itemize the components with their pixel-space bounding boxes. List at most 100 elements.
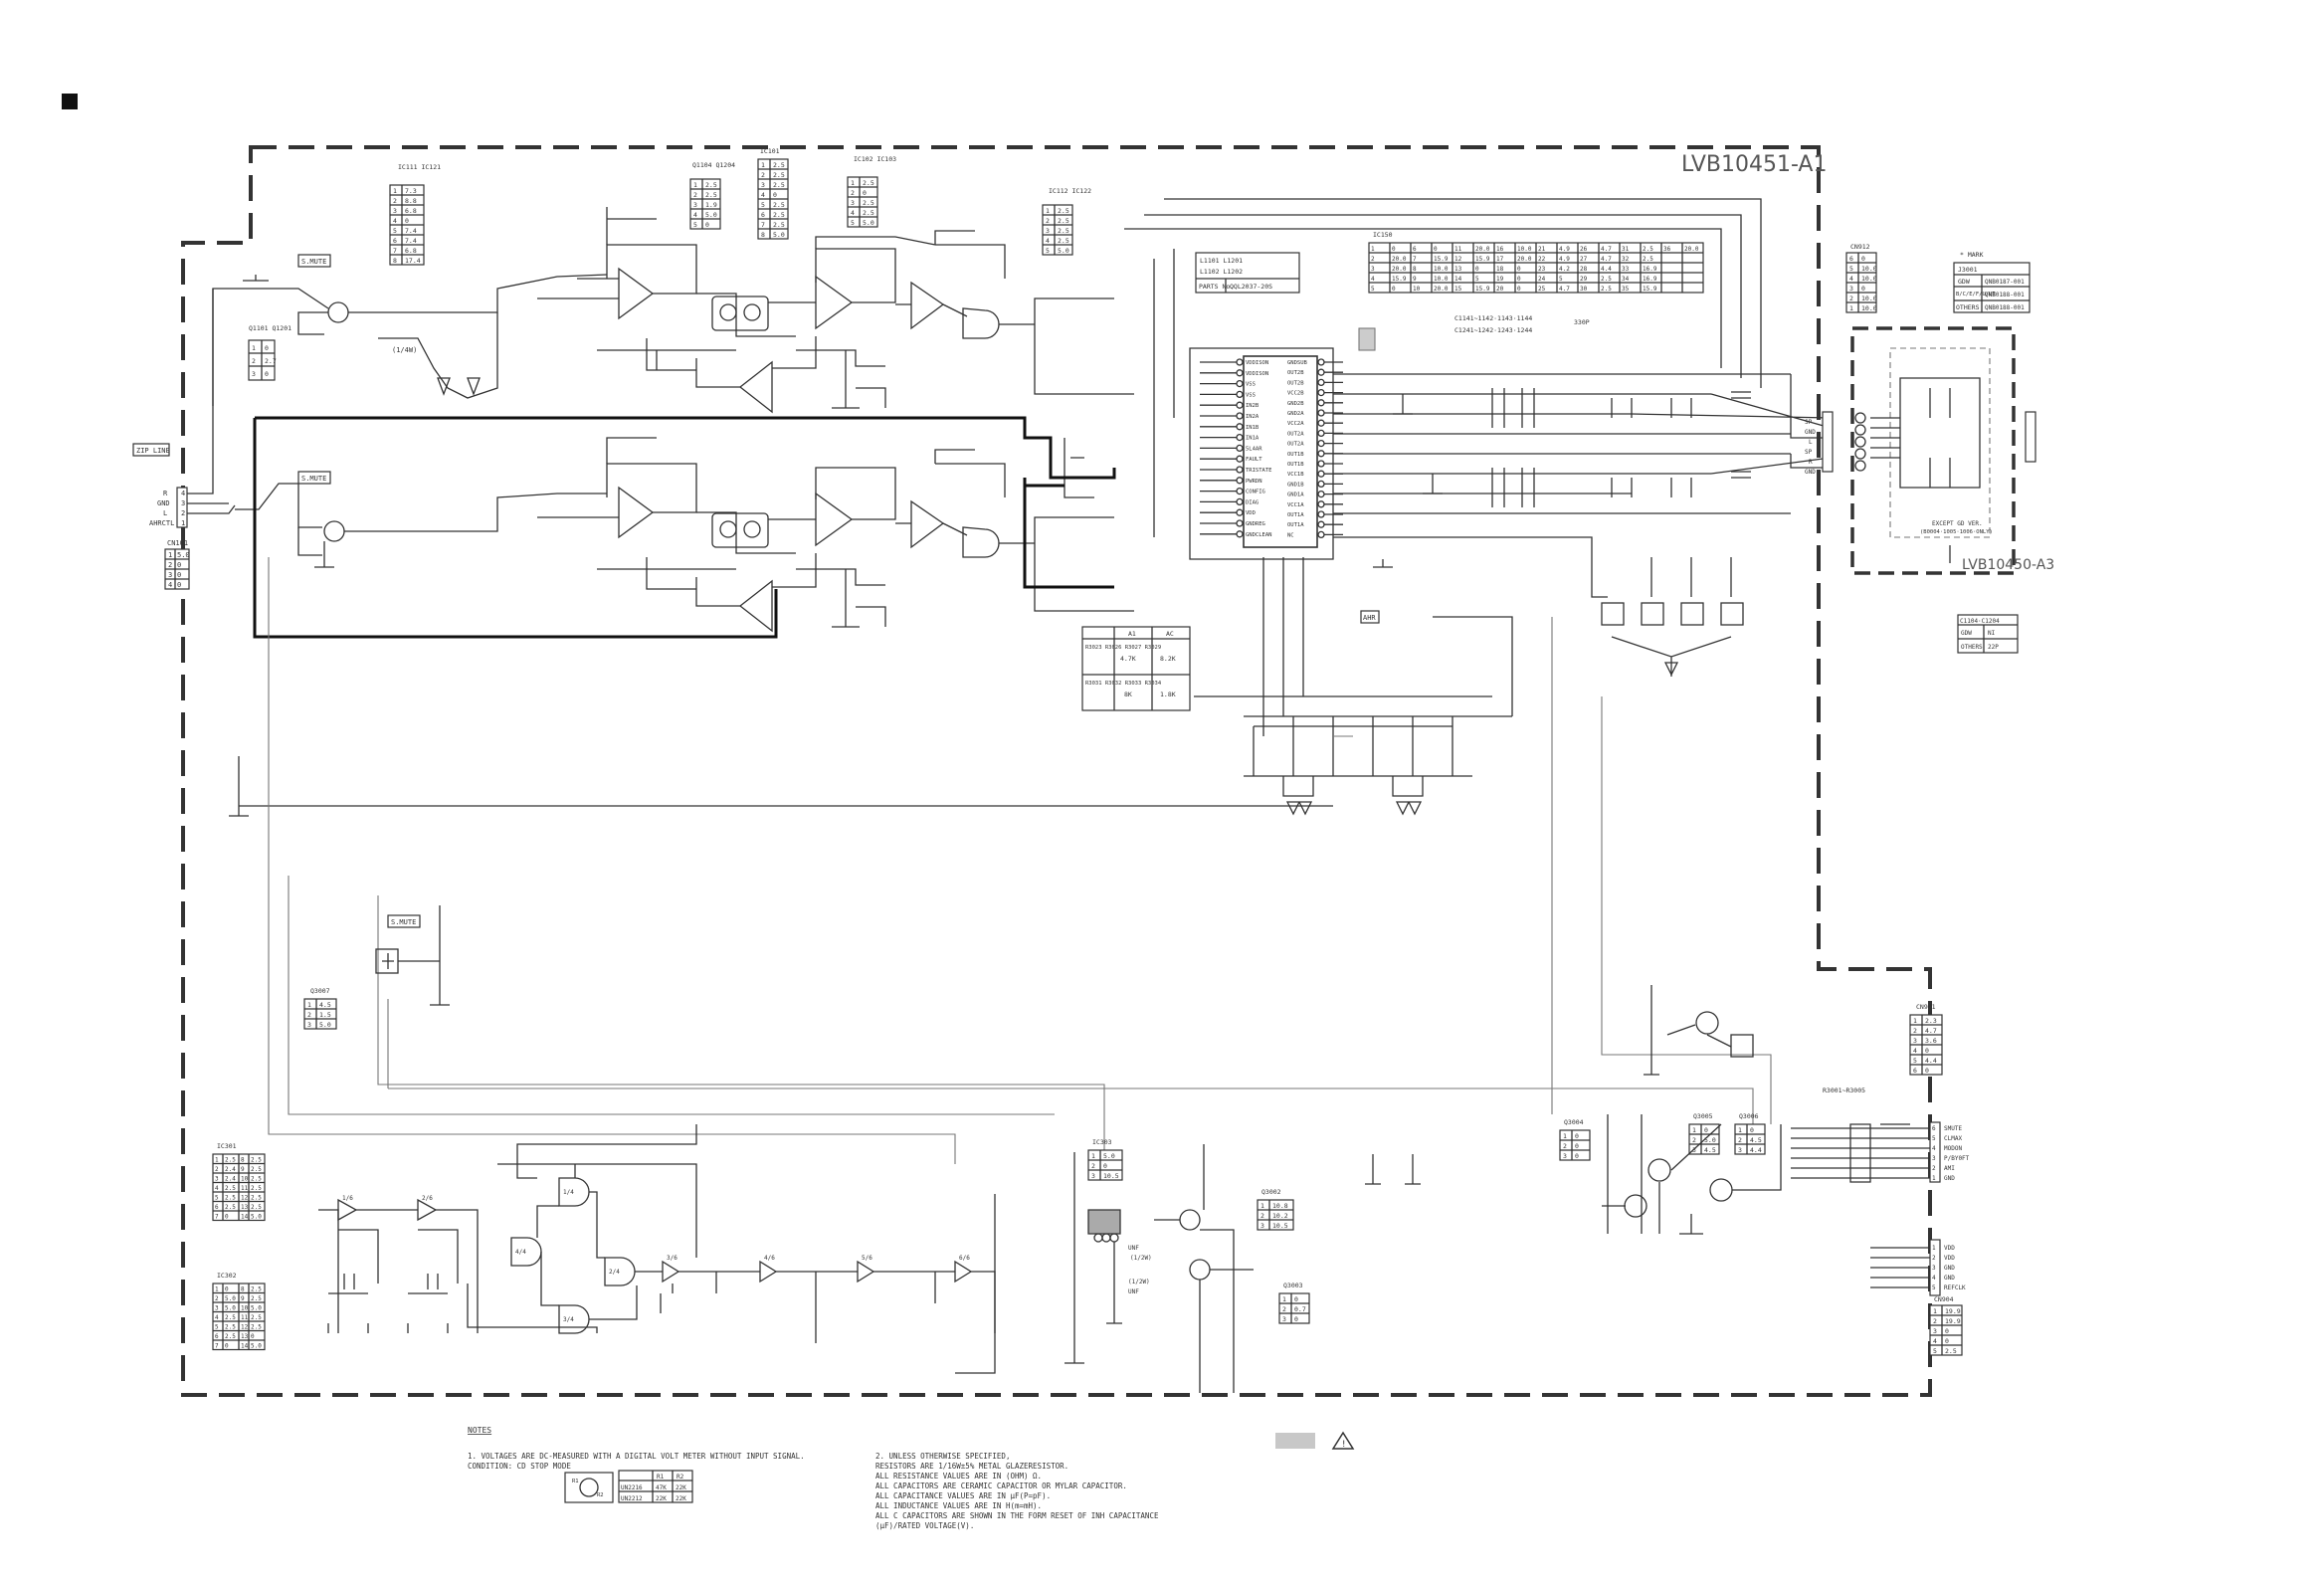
svg-text:OUT2B: OUT2B [1287,370,1304,376]
svg-text:7: 7 [215,1343,219,1350]
svg-text:IN1A: IN1A [1246,436,1259,442]
svg-text:5: 5 [1932,1284,1936,1291]
svg-text:IC150: IC150 [1373,231,1393,239]
svg-text:16.9: 16.9 [1643,266,1657,273]
svg-text:5/6: 5/6 [862,1255,872,1262]
svg-text:GND1A: GND1A [1287,493,1304,498]
svg-text:5: 5 [761,201,765,209]
svg-text:2: 2 [1260,1212,1264,1220]
svg-text:3: 3 [761,181,765,189]
svg-text:UN2212: UN2212 [621,1495,643,1502]
svg-text:0: 0 [863,189,867,197]
svg-text:20.0: 20.0 [1434,286,1449,293]
svg-text:3: 3 [1913,1037,1917,1045]
svg-text:SP: SP [1805,419,1813,426]
svg-text:GND: GND [1805,469,1816,476]
svg-text:28: 28 [1580,266,1588,273]
svg-text:5.0: 5.0 [705,211,717,219]
svg-text:J3001: J3001 [1958,266,1978,274]
section-marker [62,94,78,109]
svg-text:GNDCLEAN: GNDCLEAN [1246,532,1272,538]
svg-text:34: 34 [1622,276,1630,283]
svg-text:VCC1A: VCC1A [1287,502,1304,508]
svg-text:33: 33 [1622,266,1630,273]
svg-text:2.5: 2.5 [773,211,785,219]
svg-text:CN101: CN101 [167,539,188,547]
svg-text:2.5: 2.5 [251,1195,262,1202]
svg-text:1: 1 [1738,1126,1742,1134]
svg-text:3: 3 [1046,227,1050,235]
critical-part-shade [1275,1433,1315,1449]
svg-text:0: 0 [1392,286,1396,293]
svg-text:2.5: 2.5 [705,181,717,189]
svg-text:10.2: 10.2 [1272,1212,1288,1220]
svg-text:QNB0187-001: QNB0187-001 [1985,279,2025,286]
svg-text:8: 8 [393,257,397,265]
svg-text:20.0: 20.0 [1517,256,1532,263]
svg-text:OUT2A: OUT2A [1287,431,1304,437]
svg-text:26: 26 [1580,246,1588,253]
svg-text:6: 6 [215,1204,219,1211]
svg-text:0: 0 [1392,246,1396,253]
svg-text:3: 3 [168,571,172,579]
svg-text:2.5: 2.5 [251,1166,262,1173]
svg-text:SP: SP [1805,449,1813,456]
svg-text:16: 16 [1496,246,1504,253]
svg-text:18: 18 [1496,266,1504,273]
svg-text:5.0: 5.0 [251,1305,262,1312]
svg-text:12: 12 [1454,256,1462,263]
svg-text:2: 2 [1046,217,1050,225]
svg-text:QQL2037-20S: QQL2037-20S [1230,283,1272,291]
svg-text:5: 5 [1933,1347,1937,1355]
svg-text:2: 2 [1282,1305,1286,1313]
detect-network [229,557,1744,817]
svg-text:2.5: 2.5 [225,1195,236,1202]
svg-text:25: 25 [1538,286,1546,293]
svg-text:Q3004: Q3004 [1564,1118,1584,1126]
svg-text:L1102 L1202: L1102 L1202 [1200,268,1243,276]
svg-text:0: 0 [1517,266,1521,273]
svg-text:7: 7 [215,1214,219,1221]
svg-text:3: 3 [393,207,397,215]
svg-text:2: 2 [1913,1027,1917,1035]
svg-text:2.5: 2.5 [1058,217,1069,225]
svg-text:0: 0 [1925,1047,1929,1055]
svg-text:2: 2 [761,171,765,179]
svg-text:Q3007: Q3007 [310,987,330,995]
svg-text:CN904: CN904 [1934,1295,1954,1303]
ic150-amplifier-chip: VDDISONVDDISONVSSVSSIN2BIN2AIN1BIN1A5L4A… [1189,347,1343,560]
svg-text:3: 3 [1932,1265,1936,1272]
svg-text:5: 5 [215,1324,219,1331]
svg-text:4.7: 4.7 [1559,286,1570,293]
svg-text:31: 31 [1622,246,1630,253]
svg-text:4: 4 [215,1185,219,1192]
svg-text:10.0: 10.0 [1861,265,1877,273]
svg-text:2.4: 2.4 [225,1166,236,1173]
analog-channel-lower [187,437,1134,633]
svg-text:15.9: 15.9 [1475,286,1490,293]
svg-text:1: 1 [215,1286,219,1293]
svg-text:VDD: VDD [1944,1255,1955,1262]
svg-text:13: 13 [241,1333,249,1340]
svg-text:0: 0 [1575,1152,1579,1160]
svg-text:3: 3 [851,199,855,207]
svg-text:VSS: VSS [1246,382,1256,388]
svg-text:8.8: 8.8 [405,197,417,205]
warning-triangle-icon [1331,1431,1355,1450]
svg-text:6.8: 6.8 [405,207,417,215]
svg-text:Q1101 Q1201: Q1101 Q1201 [249,324,291,332]
svg-text:1: 1 [1282,1295,1286,1303]
svg-text:GDW: GDW [1961,630,1972,637]
s-mute-box-2 [297,471,331,485]
svg-text:7: 7 [761,221,765,229]
svg-text:17.4: 17.4 [405,257,421,265]
svg-text:3: 3 [1933,1327,1937,1335]
svg-text:2.5: 2.5 [773,201,785,209]
svg-text:6: 6 [1849,255,1853,263]
svg-text:6: 6 [1932,1125,1936,1132]
svg-text:NOTES: NOTES [468,1426,491,1435]
svg-text:GND2A: GND2A [1287,411,1304,417]
